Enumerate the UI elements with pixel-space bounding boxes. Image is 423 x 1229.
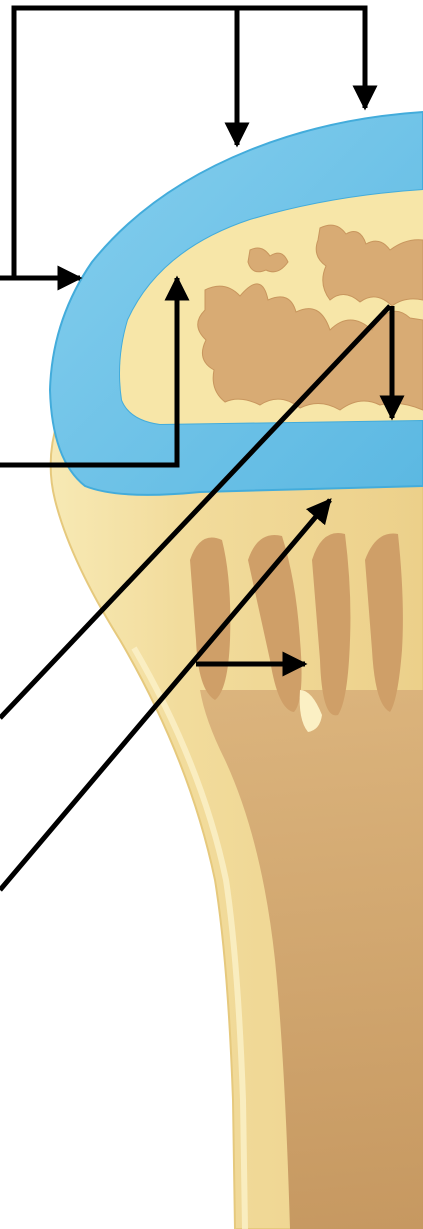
bone-epiphysis-diagram (0, 0, 423, 1229)
